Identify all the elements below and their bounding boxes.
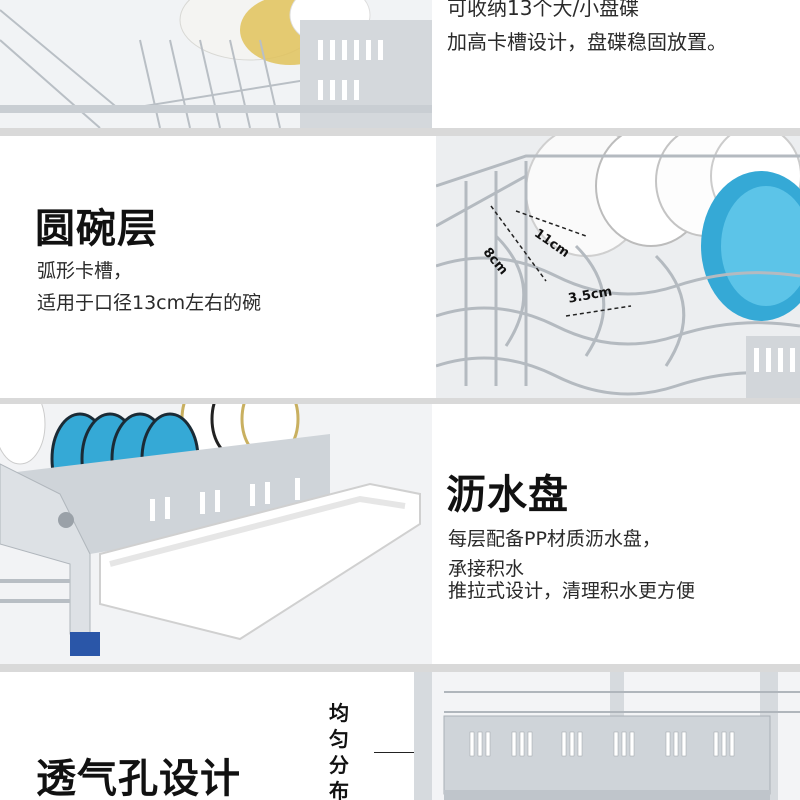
drip-tray-desc-line3: 推拉式设计，清理积水更方便 — [448, 580, 696, 602]
plate-desc-line2: 加高卡槽设计，盘碟稳固放置。 — [447, 30, 727, 54]
drip-tray-desc-line1: 每层配备PP材质沥水盘， — [448, 528, 661, 550]
section-divider — [0, 128, 800, 136]
section-bowl-layer: 圆碗层 弧形卡槽， 适用于口径13cm左右的碗 — [0, 136, 800, 398]
section-drip-tray: 沥水盘 每层配备PP材质沥水盘， 承接积水 推拉式设计，清理积水更方便 — [0, 404, 800, 664]
section-plate-rack: 可收纳13个大/小盘碟 加高卡槽设计，盘碟稳固放置。 — [0, 0, 800, 128]
vent-holes-title: 透气孔设计 — [36, 756, 241, 800]
drip-tray-photo — [0, 404, 432, 664]
drip-tray-title: 沥水盘 — [446, 472, 569, 518]
bowl-layer-desc-line1: 弧形卡槽， — [37, 260, 133, 282]
bowl-layer-title: 圆碗层 — [35, 206, 158, 252]
section-vent-holes: 透气孔设计 均匀分布 — [0, 672, 800, 800]
section-divider — [0, 664, 800, 672]
vent-callout-vertical: 均匀分布 — [329, 701, 349, 800]
drip-tray-desc-line2: 承接积水 — [448, 558, 525, 580]
bowl-layer-desc-line2: 适用于口径13cm左右的碗 — [37, 292, 262, 314]
bowl-layer-photo: 8cm 11cm 3.5cm — [436, 136, 800, 398]
plate-desc-line1: 可收纳13个大/小盘碟 — [447, 0, 640, 20]
section-divider — [0, 398, 800, 404]
vent-holes-photo — [414, 672, 800, 800]
plate-rack-photo — [0, 0, 432, 128]
